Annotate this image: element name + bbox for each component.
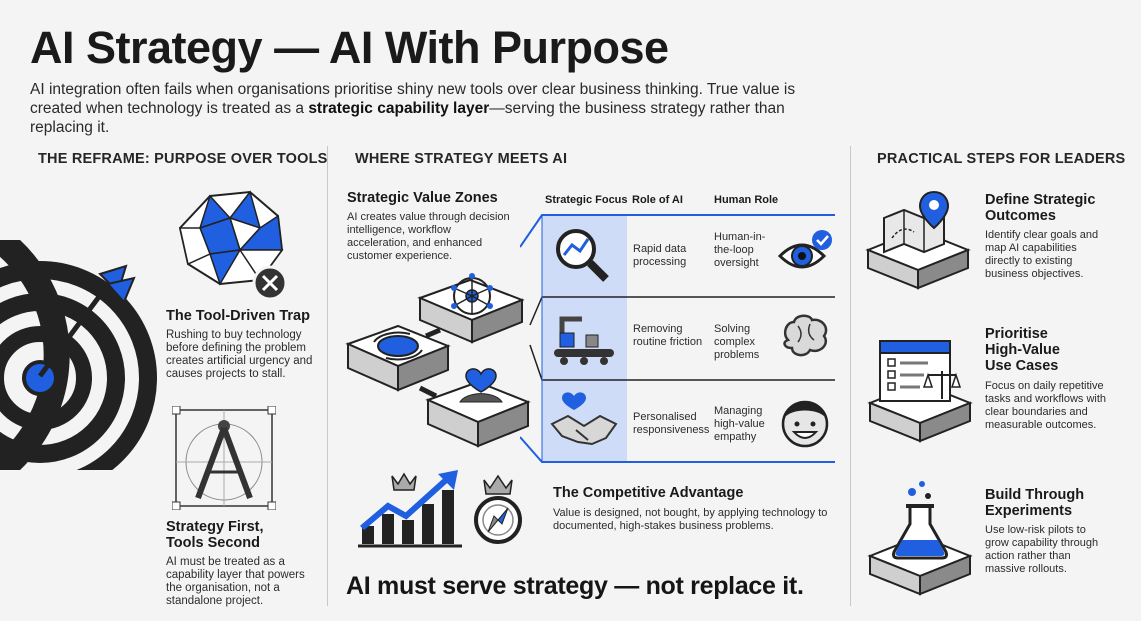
drafting-compass-icon	[172, 406, 276, 510]
row-2-human-role: Solving complex problems	[714, 323, 760, 361]
step-1-title: Define Strategic Outcomes	[985, 192, 1096, 224]
page-title: AI Strategy — AI With Purpose	[30, 22, 669, 73]
strategy-first-body: AI must be treated as a capability layer…	[166, 556, 305, 607]
step-3-title: Build Through Experiments	[985, 487, 1085, 519]
tool-network-icon	[178, 190, 288, 301]
strategy-meets-ai-heading: WHERE STRATEGY MEETS AI	[355, 151, 568, 167]
table-header-human-role: Human Role	[714, 194, 779, 206]
isometric-process-blocks	[345, 273, 531, 448]
target-icon	[0, 240, 157, 470]
step-1-body: Identify clear goals and map AI capabili…	[985, 229, 1099, 280]
practical-steps-heading: PRACTICAL STEPS FOR LEADERS	[877, 151, 1126, 167]
brain-icon	[783, 314, 828, 357]
value-zones-title: Strategic Value Zones	[347, 190, 498, 206]
intro-text: AI integration often fails when organisa…	[30, 81, 796, 136]
row-3-ai-role: Personalised responsiveness	[633, 411, 710, 436]
step-2-body: Focus on daily repetitive tasks and work…	[985, 380, 1107, 431]
step-2-title: Prioritise High-Value Use Cases	[985, 326, 1060, 374]
eye-check-icon	[778, 230, 832, 269]
compass-crown-icon	[474, 474, 522, 544]
trap-title: The Tool-Driven Trap	[166, 308, 310, 324]
growth-chart-crown-icon	[358, 470, 462, 548]
table-header-strategic-focus: Strategic Focus	[545, 194, 628, 206]
competitive-advantage-title: The Competitive Advantage	[553, 485, 744, 501]
smiling-face-icon	[781, 400, 829, 448]
conveyor-robot-icon	[554, 316, 614, 365]
tagline: AI must serve strategy — not replace it.	[346, 572, 804, 600]
competitive-advantage-body: Value is designed, not bought, by applyi…	[553, 507, 828, 532]
table-header-role-of-ai: Role of AI	[632, 194, 683, 206]
handshake-icon	[550, 392, 618, 446]
row-1-ai-role: Rapid data processing	[633, 243, 687, 268]
step-3-body: Use low-risk pilots to grow capability t…	[985, 524, 1099, 575]
value-zones-body: AI creates value through decision intell…	[347, 211, 510, 262]
row-2-ai-role: Removing routine friction	[633, 323, 703, 348]
magnifier-chart-icon	[556, 229, 609, 282]
reframe-heading: THE REFRAME: PURPOSE OVER TOOLS	[38, 151, 328, 167]
column-divider-1	[327, 146, 328, 606]
trap-body: Rushing to buy technology before definin…	[166, 329, 313, 380]
column-divider-2	[850, 146, 851, 606]
checklist-scales-icon	[867, 340, 973, 443]
row-3-human-role: Managing high-value empathy	[714, 405, 765, 443]
map-pin-icon	[865, 190, 971, 290]
lab-flask-icon	[867, 481, 973, 596]
row-1-human-role: Human-in-the-loop oversight	[714, 231, 766, 269]
strategy-first-title: Strategy First, Tools Second	[166, 519, 264, 551]
